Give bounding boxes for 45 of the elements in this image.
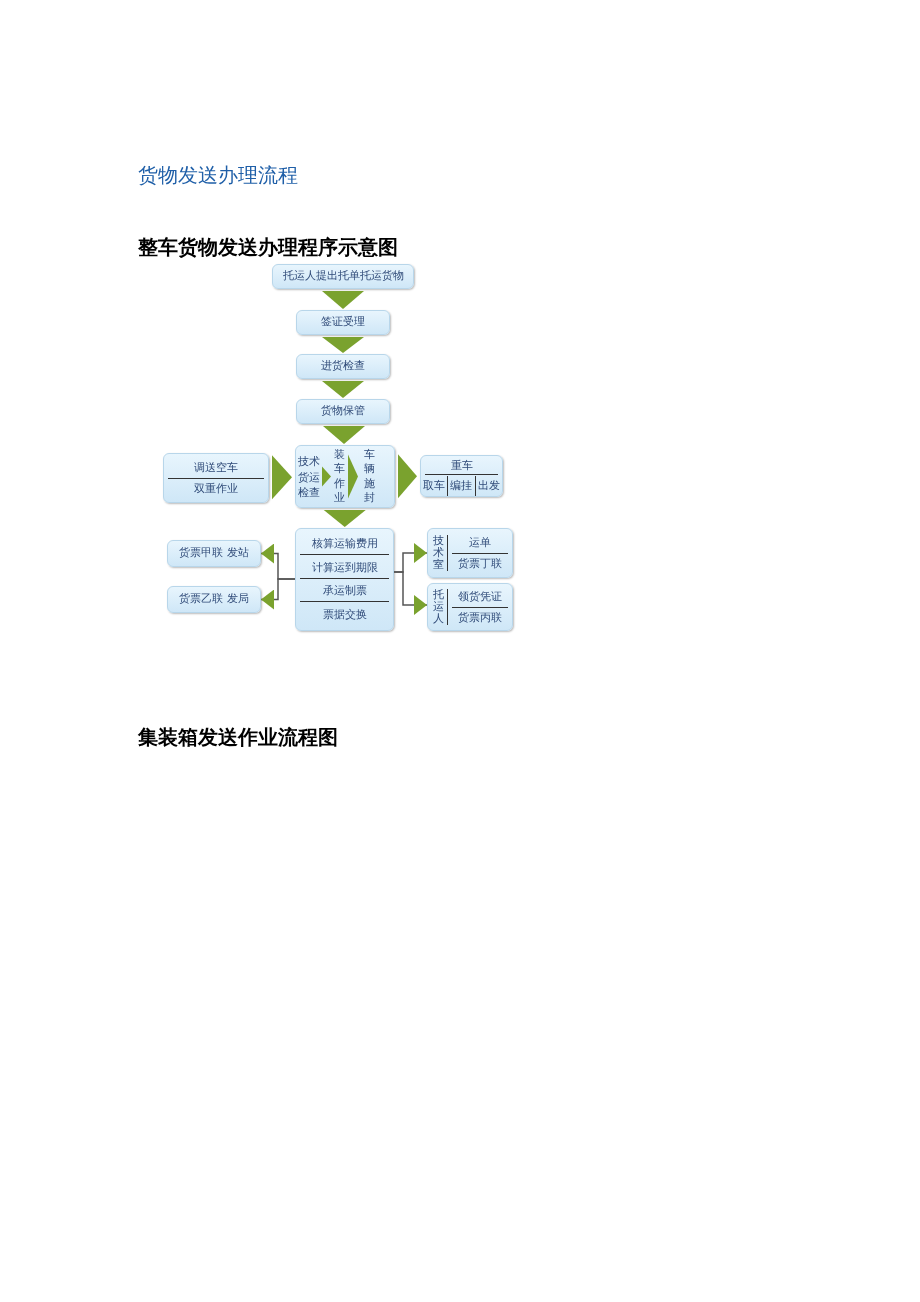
arrow [323, 510, 366, 527]
step-label: 车辆施封 [362, 448, 376, 507]
box-label: 调送空车 [168, 458, 264, 479]
process-box [427, 528, 513, 578]
process-box [295, 445, 395, 508]
connector-arrow [393, 571, 428, 615]
box-label: 计算运到期限 [300, 557, 389, 579]
step-label: 装车作业 [333, 448, 346, 507]
box-label: 托运人 [432, 588, 449, 626]
section-heading: 集装箱发送作业流程图 [138, 724, 338, 751]
arrow [323, 426, 365, 444]
section-heading: 整车货物发送办理程序示意图 [138, 234, 398, 261]
box-label: 取车 [421, 475, 449, 496]
arrow [322, 466, 331, 487]
process-box: 货物保管 [296, 399, 390, 424]
arrow [272, 455, 292, 500]
process-box: 托运人提出托单托运货物 [272, 264, 414, 289]
arrow [348, 454, 358, 499]
box-label: 核算运输费用 [300, 534, 389, 556]
box-label: 货票丁联 [457, 555, 504, 572]
arrow [322, 291, 364, 309]
box-label: 编挂 [448, 475, 476, 496]
box-label: 技术室 [432, 534, 449, 572]
process-box: 货票乙联 发局 [167, 586, 261, 613]
page-title: 货物发送办理流程 [138, 162, 298, 189]
process-box: 进货检查 [296, 354, 390, 379]
process-box: 货票甲联 发站 [167, 540, 261, 567]
box-label: 票据交换 [321, 606, 368, 623]
box-label: 出发 [476, 477, 501, 494]
step-label: 技术货运检查 [298, 452, 322, 503]
box-label: 领货凭证 [452, 586, 508, 608]
box-label: 双重作业 [193, 481, 239, 497]
process-box [295, 528, 394, 631]
arrow [322, 337, 364, 353]
arrow [322, 381, 364, 398]
process-box [163, 453, 269, 503]
box-label: 货票丙联 [457, 609, 504, 626]
process-box [420, 455, 503, 497]
connector-arrow [260, 578, 296, 610]
arrow [398, 454, 417, 499]
box-label: 承运制票 [300, 581, 389, 603]
box-label: 运单 [452, 532, 508, 554]
process-box: 签证受理 [296, 310, 390, 335]
process-box [427, 583, 513, 631]
box-label: 重车 [425, 459, 498, 475]
